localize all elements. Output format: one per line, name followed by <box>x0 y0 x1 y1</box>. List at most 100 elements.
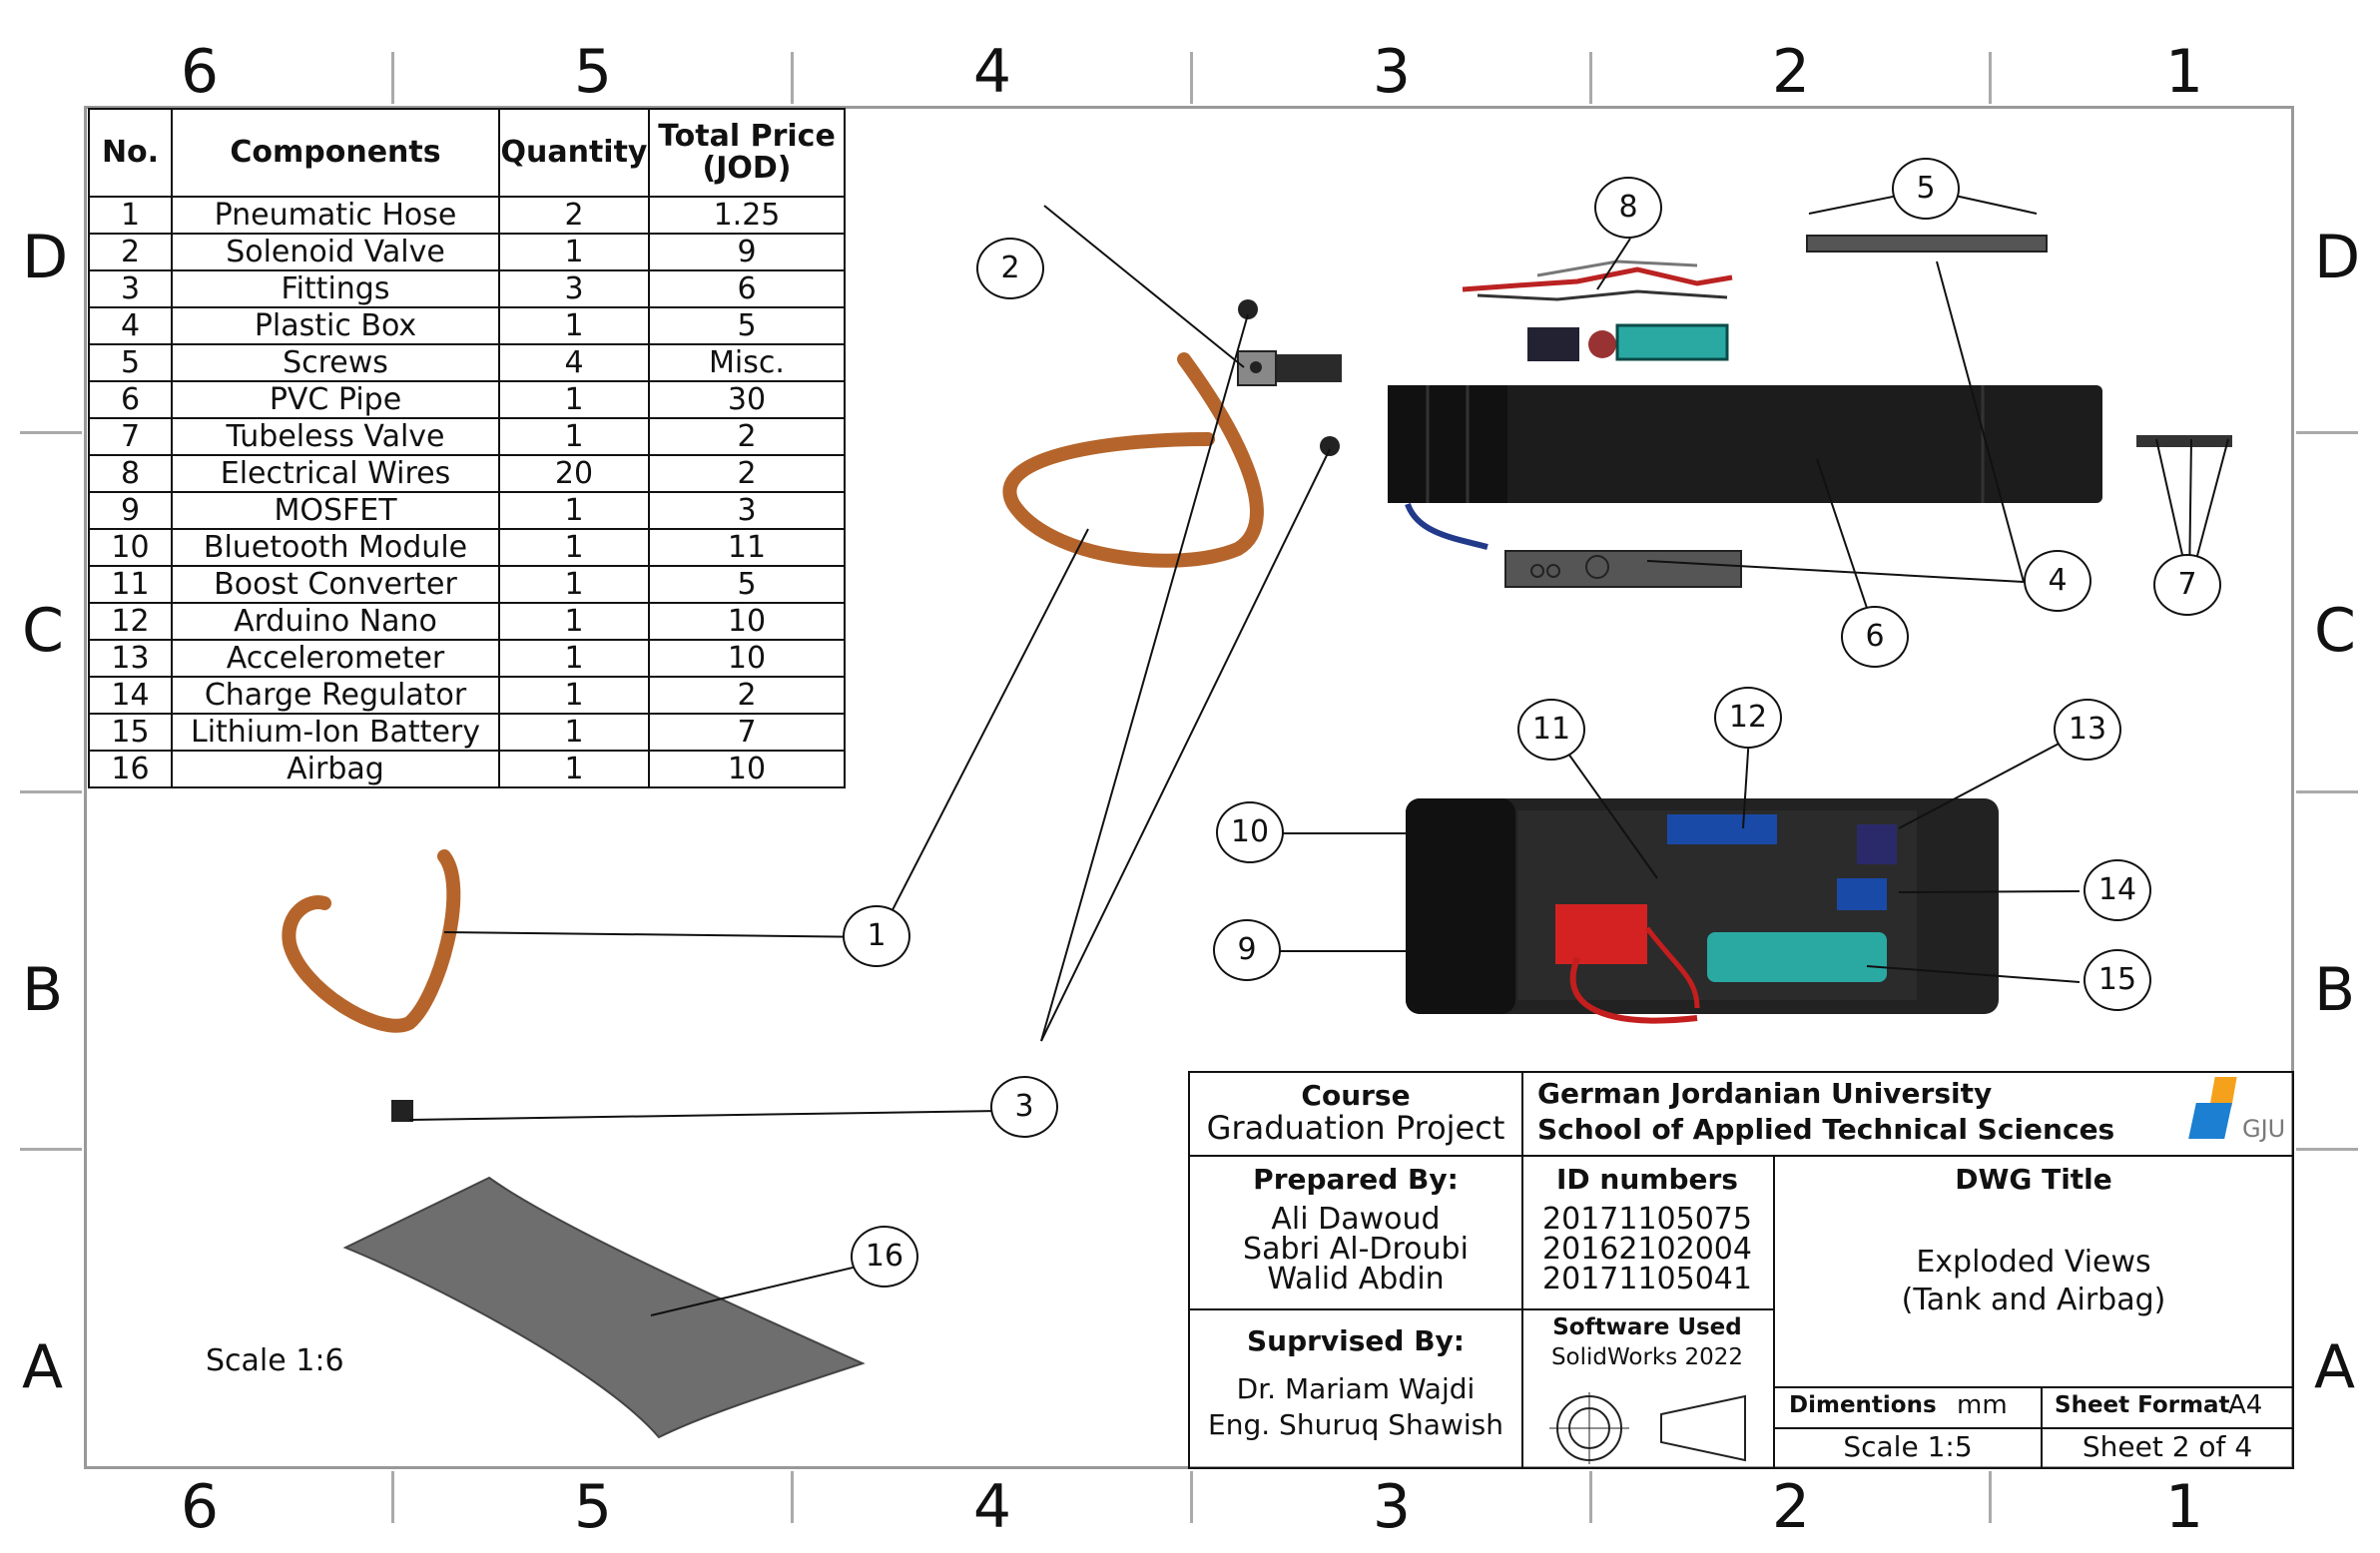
zone-col-5-top: 5 <box>573 37 613 107</box>
lithium-battery <box>1707 932 1887 982</box>
bom-cell-price: 2 <box>648 676 846 715</box>
zone-tick <box>1989 1471 1992 1523</box>
bom-cell-price: Misc. <box>648 343 846 382</box>
zone-col-5-bottom: 5 <box>573 1472 613 1542</box>
bom-cell-component: Charge Regulator <box>171 676 500 715</box>
zone-col-2-top: 2 <box>1771 37 1811 107</box>
bom-cell-price: 5 <box>648 306 846 345</box>
zone-col-1-top: 1 <box>2164 37 2204 107</box>
bom-cell-no: 3 <box>88 269 173 308</box>
bom-cell-price: 10 <box>648 750 846 788</box>
zone-tick <box>1589 1471 1592 1523</box>
zone-row-d-right: D <box>2314 223 2361 292</box>
screws <box>1806 235 2048 253</box>
bom-cell-no: 11 <box>88 565 173 604</box>
bom-cell-price: 7 <box>648 713 846 752</box>
projection-symbol-icon <box>1549 1392 1746 1464</box>
balloon-15: 15 <box>2083 949 2151 1011</box>
bom-cell-quantity: 2 <box>498 196 650 235</box>
bom-cell-no: 16 <box>88 750 173 788</box>
bom-cell-quantity: 1 <box>498 306 650 345</box>
gju-logo: GJU <box>2182 1077 2292 1147</box>
bom-cell-quantity: 1 <box>498 565 650 604</box>
bom-cell-component: Plastic Box <box>171 306 500 345</box>
balloon-9: 9 <box>1213 919 1281 981</box>
bom-cell-no: 14 <box>88 676 173 715</box>
dwg-title-label: DWG Title <box>1955 1163 2112 1196</box>
zone-col-1-bottom: 1 <box>2164 1472 2204 1542</box>
balloon-8: 8 <box>1594 177 1662 239</box>
bom-header-components: Components <box>171 108 500 198</box>
balloon-11: 11 <box>1517 699 1585 761</box>
zone-tick <box>2296 1148 2358 1151</box>
dimensions-label: Dimentions <box>1789 1392 1937 1418</box>
tubeless-valves <box>2136 435 2232 447</box>
id-numbers-label: ID numbers <box>1556 1163 1738 1196</box>
bom-cell-component: Bluetooth Module <box>171 528 500 567</box>
bom-cell-price: 10 <box>648 639 846 678</box>
bom-cell-no: 5 <box>88 343 173 382</box>
bom-cell-quantity: 1 <box>498 750 650 788</box>
bom-cell-no: 12 <box>88 602 173 641</box>
zone-tick <box>20 790 82 793</box>
zone-row-c-left: C <box>22 596 64 666</box>
balloon-7: 7 <box>2153 554 2221 616</box>
logo-text: GJU <box>2242 1115 2286 1143</box>
zone-row-c-right: C <box>2314 596 2356 666</box>
mosfet-board <box>1555 904 1647 964</box>
id-number-1: 20171105075 <box>1542 1202 1752 1237</box>
bom-cell-no: 1 <box>88 196 173 235</box>
prepared-name-2: Sabri Al-Droubi <box>1243 1232 1469 1267</box>
fitting-top <box>1238 299 1258 319</box>
fitting-bottom <box>391 1100 413 1122</box>
bom-cell-component: PVC Pipe <box>171 380 500 419</box>
charge-regulator <box>1837 878 1887 910</box>
zone-col-3-top: 3 <box>1372 37 1412 107</box>
zone-row-a-right: A <box>2314 1332 2356 1402</box>
zone-tick <box>1190 52 1193 104</box>
course-label: Course <box>1301 1079 1411 1112</box>
zone-tick <box>391 1471 394 1523</box>
zone-tick <box>2296 431 2358 434</box>
zone-col-6-top: 6 <box>180 37 220 107</box>
bom-cell-quantity: 1 <box>498 380 650 419</box>
bom-cell-no: 13 <box>88 639 173 678</box>
bom-cell-no: 2 <box>88 233 173 271</box>
bom-cell-quantity: 1 <box>498 676 650 715</box>
sheet-format-label: Sheet Format <box>2055 1392 2230 1418</box>
zone-row-d-left: D <box>22 223 69 292</box>
bom-header-total-price: Total Price(JOD) <box>648 108 846 198</box>
zone-row-b-left: B <box>22 955 64 1025</box>
zone-col-2-bottom: 2 <box>1771 1472 1811 1542</box>
supervisor-1: Dr. Mariam Wajdi <box>1236 1372 1476 1405</box>
zone-col-3-bottom: 3 <box>1372 1472 1412 1542</box>
arduino-nano <box>1667 814 1777 844</box>
sheet-number: Sheet 2 of 4 <box>2082 1430 2253 1463</box>
bom-cell-component: MOSFET <box>171 491 500 530</box>
bom-cell-quantity: 1 <box>498 491 650 530</box>
course-value: Graduation Project <box>1206 1109 1505 1147</box>
dwg-title-line-1: Exploded Views <box>1916 1245 2151 1280</box>
supervised-by-label: Suprvised By: <box>1246 1324 1466 1357</box>
pneumatic-hose-lower <box>282 849 461 1033</box>
balloon-16: 16 <box>851 1226 918 1288</box>
bom-cell-price: 11 <box>648 528 846 567</box>
bom-header-price-line1: Total Price <box>658 119 836 154</box>
sheet-format-value: A4 <box>2228 1390 2263 1420</box>
plastic-box <box>1504 550 1742 588</box>
bom-cell-component: Tubeless Valve <box>171 417 500 456</box>
balloon-14: 14 <box>2083 859 2151 921</box>
bom-cell-no: 6 <box>88 380 173 419</box>
bom-cell-quantity: 4 <box>498 343 650 382</box>
pneumatic-hose-upper <box>1002 352 1264 568</box>
bom-header-row: No. Components Quantity Total Price(JOD) <box>88 108 846 198</box>
bom-cell-component: Airbag <box>171 750 500 788</box>
